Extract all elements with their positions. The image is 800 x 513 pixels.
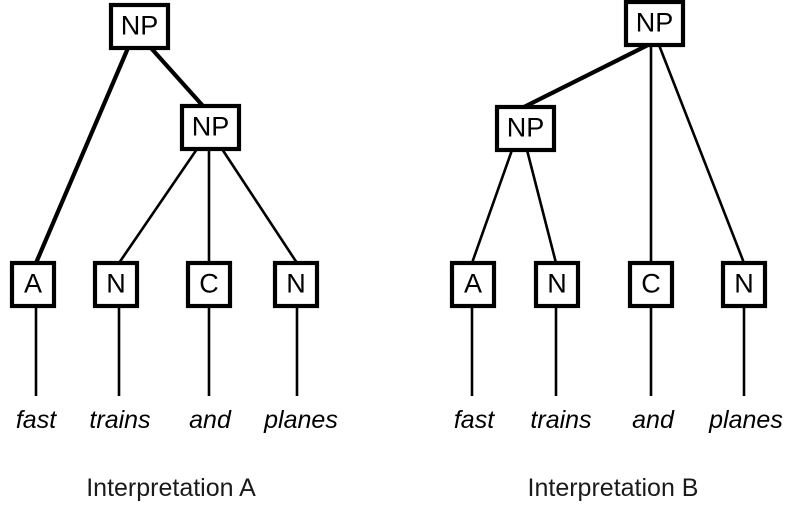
node-label: NP bbox=[192, 112, 230, 142]
word-trains: trains bbox=[530, 406, 591, 434]
tree-b-leaf-stems bbox=[470, 306, 746, 396]
node-np-lower-b[interactable]: NP bbox=[494, 104, 557, 153]
node-pos-a-noun-1[interactable]: N bbox=[92, 260, 140, 309]
node-pos-a-noun-2[interactable]: N bbox=[272, 260, 320, 309]
node-label: NP bbox=[121, 11, 159, 41]
node-box[interactable] bbox=[449, 260, 497, 309]
node-pos-b-adjective[interactable]: A bbox=[449, 260, 497, 309]
word-trains: trains bbox=[89, 406, 150, 434]
node-label: N bbox=[286, 269, 306, 299]
edge-np-lower-to-a bbox=[470, 149, 514, 264]
node-box[interactable] bbox=[272, 260, 320, 309]
node-label: NP bbox=[636, 8, 674, 38]
node-box[interactable] bbox=[9, 260, 57, 309]
node-box[interactable] bbox=[533, 260, 581, 309]
tree-b-edges bbox=[470, 43, 746, 264]
node-pos-b-noun-2[interactable]: N bbox=[720, 260, 768, 309]
caption-interpretation-a: Interpretation A bbox=[86, 474, 256, 502]
word-and: and bbox=[189, 406, 232, 434]
node-label: N bbox=[547, 269, 567, 299]
node-label: A bbox=[24, 269, 42, 299]
node-box[interactable] bbox=[179, 103, 242, 152]
edge-np-lower-to-n1 bbox=[525, 149, 558, 264]
tree-interpretation-b: NP NP A N C N fast trains bbox=[449, 0, 783, 502]
node-pos-a-adjective[interactable]: A bbox=[9, 260, 57, 309]
edge-np-lower-to-n2 bbox=[220, 148, 299, 264]
node-box[interactable] bbox=[494, 104, 557, 153]
edge-np-root-to-n2 bbox=[657, 44, 746, 264]
node-label: C bbox=[641, 269, 661, 299]
word-fast: fast bbox=[16, 406, 57, 434]
caption-interpretation-b: Interpretation B bbox=[528, 474, 699, 502]
node-np-lower-a[interactable]: NP bbox=[179, 103, 242, 152]
node-box[interactable] bbox=[720, 260, 768, 309]
node-np-root-b[interactable]: NP bbox=[623, 0, 686, 48]
edge-np-root-to-a bbox=[34, 47, 130, 264]
tree-interpretation-a: NP NP A N C N fast trains bbox=[9, 2, 338, 502]
node-label: N bbox=[734, 269, 754, 299]
node-box[interactable] bbox=[92, 260, 140, 309]
node-box[interactable] bbox=[627, 260, 675, 309]
node-pos-b-noun-1[interactable]: N bbox=[533, 260, 581, 309]
edge-np-lower-to-n1 bbox=[117, 148, 199, 264]
node-pos-a-conjunction[interactable]: C bbox=[185, 260, 233, 309]
word-fast: fast bbox=[454, 406, 495, 434]
edge-np-root-to-np-lower bbox=[149, 46, 205, 108]
node-np-root-a[interactable]: NP bbox=[108, 2, 171, 51]
tree-a-leaf-stems bbox=[34, 306, 299, 396]
word-planes: planes bbox=[263, 406, 338, 434]
word-planes: planes bbox=[708, 406, 783, 434]
tree-a-edges bbox=[34, 46, 299, 264]
node-label: A bbox=[464, 269, 482, 299]
word-and: and bbox=[632, 406, 675, 434]
node-label: C bbox=[199, 269, 219, 299]
node-label: N bbox=[106, 269, 126, 299]
node-box[interactable] bbox=[623, 0, 686, 48]
node-box[interactable] bbox=[185, 260, 233, 309]
node-box[interactable] bbox=[108, 2, 171, 51]
node-pos-b-conjunction[interactable]: C bbox=[627, 260, 675, 309]
edge-np-root-to-np-lower bbox=[523, 43, 649, 109]
node-label: NP bbox=[507, 113, 545, 143]
